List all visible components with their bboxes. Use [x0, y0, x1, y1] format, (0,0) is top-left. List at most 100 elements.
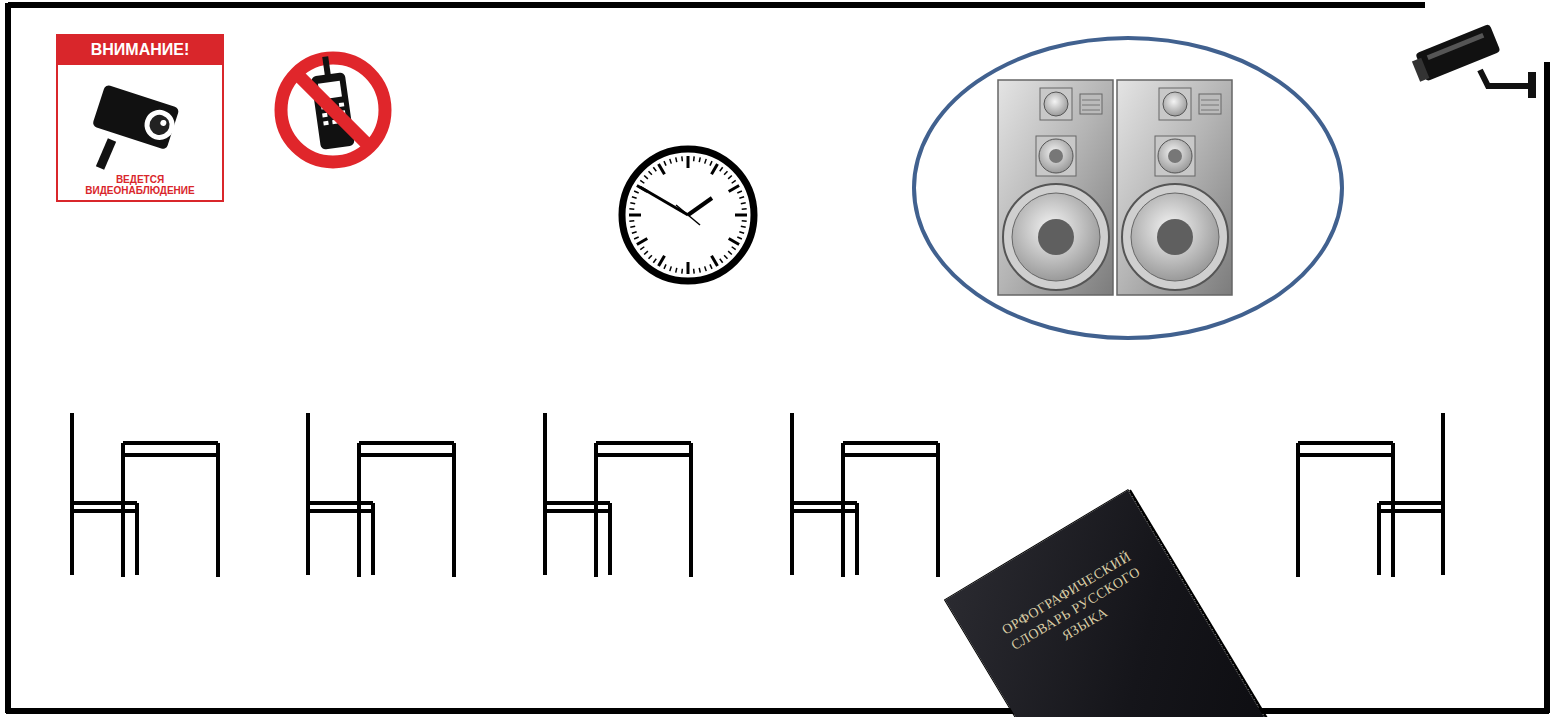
speakers — [914, 38, 1342, 338]
speakers-part — [998, 80, 1113, 295]
wall-clock-part-part — [724, 171, 727, 175]
wall-clock-part-part — [729, 186, 739, 192]
speakers-part-part — [1158, 139, 1192, 173]
dictionary-book: ОРФОГРАФИЧЕСКИЙ СЛОВАРЬ РУССКОГО ЯЗЫКА — [944, 489, 1267, 717]
security-camera-part-part — [1427, 33, 1485, 60]
speakers-part — [1117, 80, 1232, 295]
desks-and-chairs-part — [72, 509, 137, 513]
wall-clock-part-part — [739, 232, 744, 234]
wall-clock-part-part — [640, 180, 644, 183]
desks-and-chairs-part — [936, 443, 940, 577]
camera-warning-sign — [57, 35, 223, 201]
desks-and-chairs-part — [1298, 453, 1393, 457]
camera-warning-sign-part — [100, 140, 112, 168]
no-phone-sign — [281, 54, 385, 162]
wall-clock — [622, 149, 754, 281]
desks-and-chairs-part — [1441, 413, 1445, 575]
wall-clock-part — [629, 156, 747, 274]
camera-warning-sign-part — [92, 84, 181, 150]
desks-and-chairs-part — [306, 413, 310, 575]
wall-clock-part-part — [699, 268, 700, 273]
camera-warning-sign-part-part — [92, 84, 180, 150]
desks-and-chairs-part — [135, 503, 139, 575]
wall-clock-part-part — [735, 214, 747, 217]
desks-and-chairs-part — [792, 501, 857, 505]
desks-and-chairs-part — [308, 501, 373, 505]
wall-clock-part-part — [728, 251, 732, 254]
wall-clock-part-part — [687, 156, 690, 168]
speakers-part-part — [1044, 92, 1068, 116]
wall-clock-part-part — [676, 157, 677, 162]
speakers-part-part — [1012, 193, 1100, 281]
desks-and-chairs — [72, 413, 1443, 577]
wall-clock-part-part — [712, 164, 718, 174]
desks-and-chairs-part — [123, 453, 218, 457]
speakers-part-part — [1082, 110, 1100, 111]
no-phone-sign-part-part — [322, 56, 331, 77]
desks-and-chairs-part — [545, 509, 610, 513]
wall-clock-part-part — [630, 226, 635, 227]
wall-clock-part-part — [670, 266, 672, 271]
wall-clock-part-part — [720, 259, 723, 263]
speakers-part-part — [1080, 94, 1102, 114]
desks-and-chairs-part — [359, 441, 454, 445]
security-camera-part — [1410, 24, 1501, 84]
wall-clock-part-part — [742, 220, 747, 222]
wall-clock-part-part — [659, 164, 665, 174]
speakers-part-part — [1117, 80, 1232, 295]
wall-clock-part-part — [632, 232, 637, 234]
speakers-part-part — [1201, 110, 1219, 111]
wall-clock-part — [688, 198, 712, 215]
speakers-part-part — [1122, 184, 1228, 290]
wall-clock-part-part — [710, 264, 712, 269]
desks-and-chairs-part — [216, 443, 220, 577]
no-phone-sign-part — [281, 58, 385, 162]
camera-warning-sign-part-part — [147, 112, 172, 137]
camera-warning-sign-part — [57, 35, 223, 201]
speakers-part-part — [1201, 100, 1219, 101]
wall-clock-part — [640, 187, 688, 215]
wall-clock-part-part — [681, 269, 683, 274]
speakers-part-part — [1049, 149, 1063, 163]
wall-clock-part-part — [742, 208, 747, 210]
desks-and-chairs-part — [543, 413, 547, 575]
no-phone-sign-part-part — [339, 102, 345, 107]
desks-and-chairs-part — [689, 443, 693, 577]
wall-clock-part-part — [712, 256, 718, 266]
wall-clock-part — [676, 205, 700, 225]
wall-clock-part-part — [739, 197, 744, 199]
wall-clock-part-part — [720, 167, 723, 171]
wall-clock-part-part — [676, 268, 677, 273]
desks-and-chairs-part — [1379, 501, 1443, 505]
wall-clock-part-part — [687, 262, 690, 274]
speakers-part-part — [1199, 94, 1221, 114]
wall-clock-part-part — [629, 220, 634, 222]
warning-sign: ВНИМАНИЕ!ВЕДЕТСЯ ВИДЕОНАБЛЮДЕНИЕ — [57, 35, 223, 201]
wall-clock-part-part — [693, 269, 695, 274]
camera-warning-sign-part-part — [141, 106, 179, 144]
wall-clock-part-part — [724, 255, 727, 259]
speakers-part-part — [1038, 219, 1074, 255]
desks-and-chairs-part — [452, 443, 456, 577]
desks-and-chairs-part — [1298, 441, 1393, 445]
camera-warning-sign-part — [57, 35, 223, 65]
book-title: ОРФОГРАФИЧЕСКИЙ СЛОВАРЬ РУССКОГО ЯЗЫКА — [989, 542, 1164, 677]
speakers-part-part — [1157, 219, 1193, 255]
speakers-part-part — [1082, 105, 1100, 106]
speakers-part-part — [998, 80, 1113, 295]
security-camera-part — [1480, 70, 1530, 86]
room-frame-part — [8, 2, 1425, 8]
sign-heading: ВНИМАНИЕ! — [57, 35, 223, 65]
desks-and-chairs-part — [596, 453, 691, 457]
speakers-part-part — [1155, 136, 1195, 176]
speakers-part-part — [1131, 193, 1219, 281]
camera-warning-sign-part-part — [160, 119, 168, 127]
wall-clock-part-part — [670, 159, 672, 164]
speakers-part-part — [1003, 184, 1109, 290]
wall-clock-part-part — [659, 256, 665, 266]
wall-clock-part-part — [705, 159, 707, 164]
security-camera — [1410, 24, 1536, 98]
room-frame — [6, 3, 1549, 713]
